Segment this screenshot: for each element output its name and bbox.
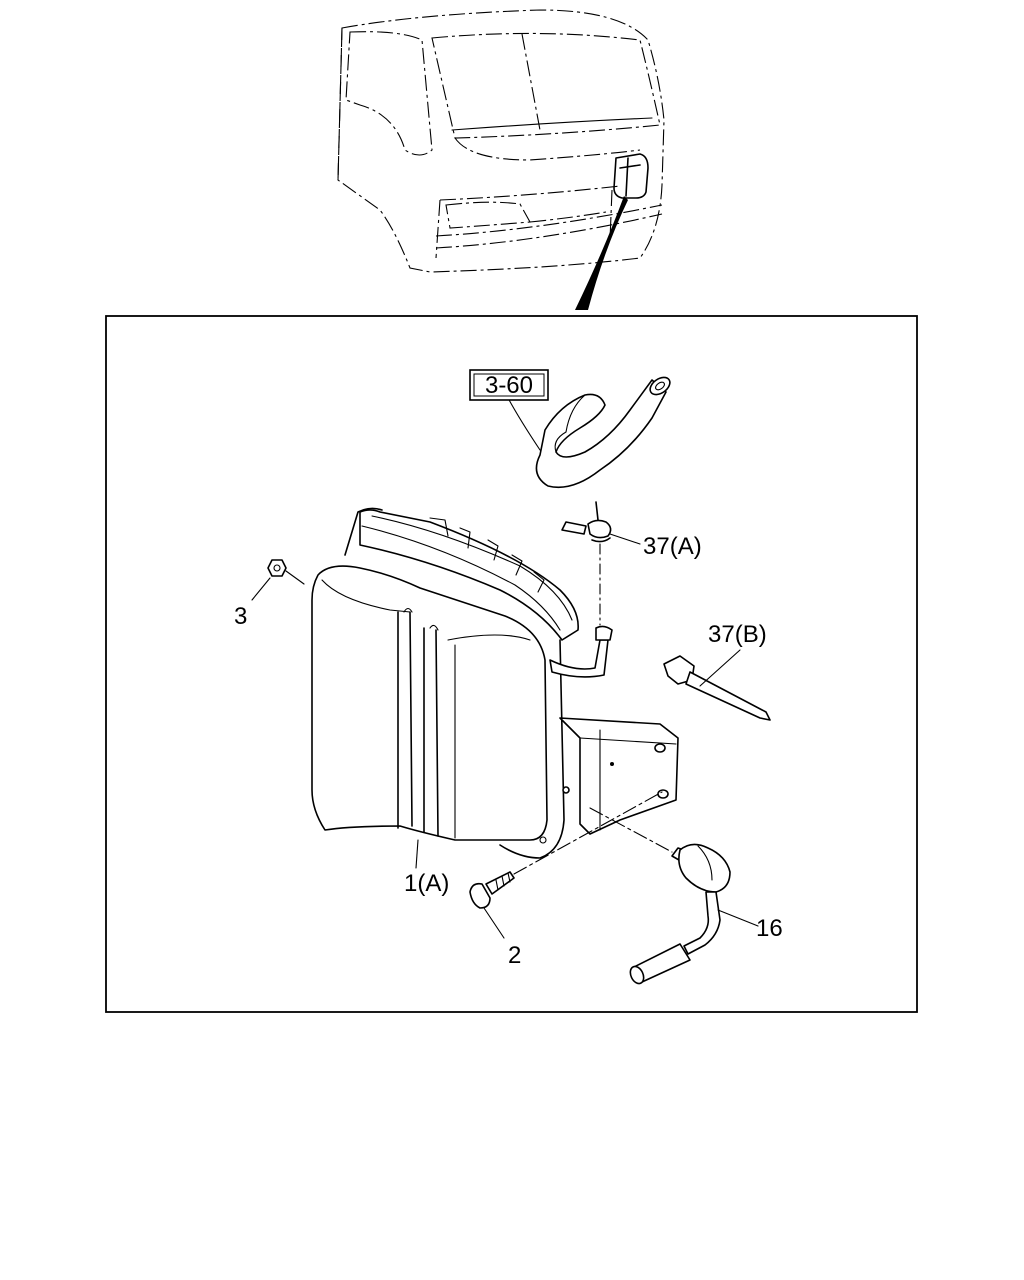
callout-16[interactable]: 16 xyxy=(756,915,783,942)
callout-3[interactable]: 3 xyxy=(234,603,247,630)
hose-illustration xyxy=(535,376,671,489)
leader-line-reservoir xyxy=(415,839,419,869)
leader-line-clamp xyxy=(609,533,641,545)
callout-37b[interactable]: 37(B) xyxy=(708,621,767,648)
level-switch-illustration xyxy=(589,807,759,985)
callout-1a[interactable]: 1(A) xyxy=(404,870,449,897)
leader-line-nut xyxy=(251,577,271,601)
mounting-bracket-illustration xyxy=(559,717,679,835)
detail-frame xyxy=(105,315,918,1013)
callout-37a[interactable]: 37(A) xyxy=(643,533,702,560)
bolt-illustration xyxy=(469,791,663,939)
leader-line-hose xyxy=(507,397,541,451)
nut-illustration xyxy=(267,559,305,585)
hose-clamp-illustration xyxy=(561,501,612,626)
ref-box-frame xyxy=(469,369,549,401)
ref-box-inner xyxy=(473,373,545,397)
callout-2[interactable]: 2 xyxy=(508,942,521,969)
cable-tie-illustration xyxy=(663,649,771,721)
reservoir-tank-illustration xyxy=(311,507,613,859)
callout-3-60[interactable]: 3-60 xyxy=(485,372,533,399)
truck-cab-illustration xyxy=(337,9,665,310)
